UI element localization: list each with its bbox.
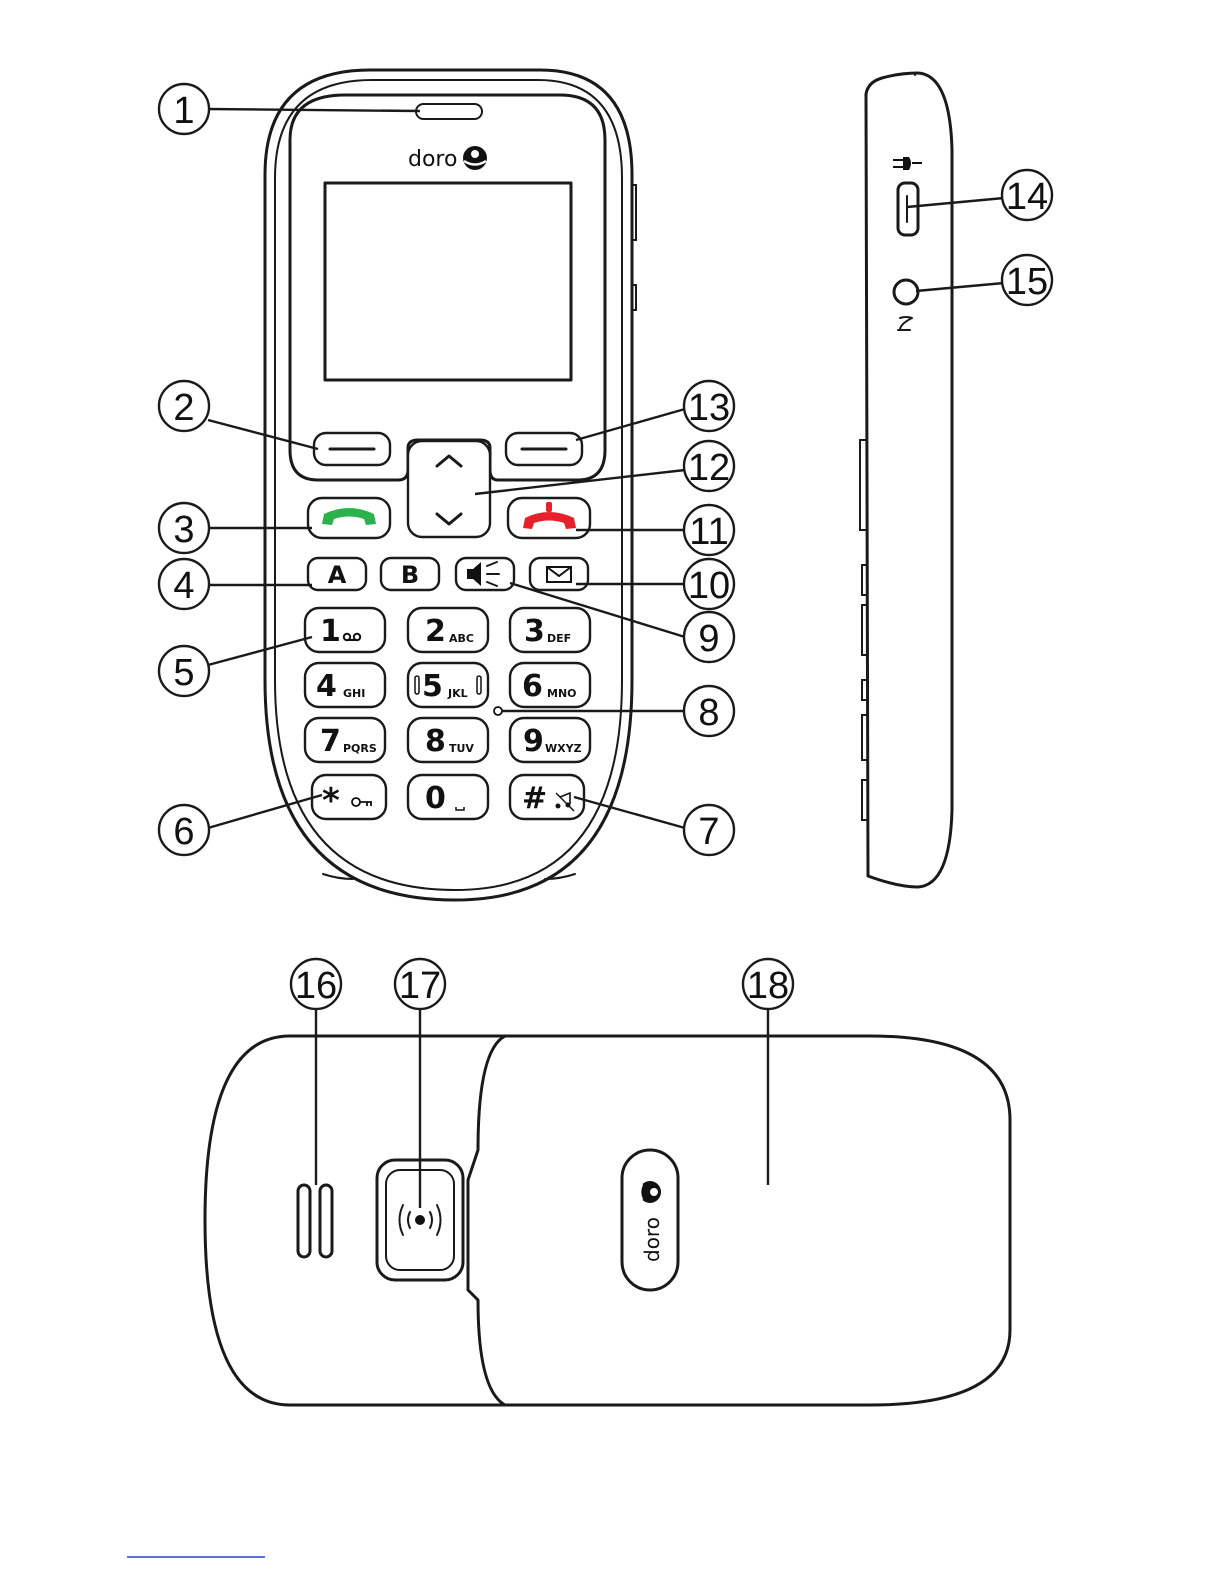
headset-jack	[894, 280, 918, 304]
key-5[interactable]	[408, 663, 488, 707]
key-4-sub: GHI	[343, 687, 365, 700]
leader-1	[208, 109, 420, 111]
shortcut-b-label: B	[401, 561, 419, 589]
callout-4: 4	[159, 559, 209, 609]
side-body-outline	[866, 73, 952, 887]
phone-side	[860, 73, 952, 887]
key-hash-label: #	[522, 781, 547, 816]
callout-11: 11	[684, 505, 734, 555]
svg-text:8: 8	[698, 692, 719, 734]
callout-18: 18	[743, 959, 793, 1009]
speaker-key[interactable]	[456, 558, 514, 590]
key-3-sub: DEF	[547, 632, 571, 645]
key-2-sub: ABC	[449, 632, 474, 645]
key-2-label: 2	[425, 614, 446, 649]
callout-6: 6	[159, 805, 209, 855]
key-8-label: 8	[425, 724, 446, 759]
callout-5: 5	[159, 646, 209, 696]
callout-3: 3	[159, 503, 209, 553]
key-8[interactable]	[408, 718, 488, 762]
key-3[interactable]	[510, 608, 590, 652]
leader-14	[907, 198, 1004, 207]
back-doro-logo-icon	[639, 1181, 661, 1203]
svg-text:1: 1	[173, 90, 194, 132]
callout-14: 14	[1002, 170, 1052, 220]
key-8-sub: TUV	[449, 742, 474, 755]
svg-text:17: 17	[399, 965, 441, 1007]
callout-8: 8	[684, 686, 734, 736]
callout-7: 7	[684, 805, 734, 855]
svg-text:18: 18	[747, 965, 789, 1007]
key-7-label: 7	[320, 724, 341, 759]
key-5-sub: JKL	[447, 687, 468, 700]
key-3-label: 3	[524, 614, 545, 649]
svg-text:15: 15	[1006, 261, 1048, 303]
leader-12	[475, 470, 685, 494]
key-2[interactable]	[408, 608, 488, 652]
speaker-grille-left	[298, 1185, 310, 1257]
keypad: 1 2 ABC 3 DEF 4 GHI 5 JKL 6 MNO	[305, 608, 590, 821]
key-star-label: *	[322, 781, 340, 821]
callout-13: 13	[684, 381, 734, 431]
power-mark-icon	[546, 502, 552, 512]
headset-icon	[898, 317, 912, 330]
doro-logo-icon	[463, 146, 487, 170]
microphone-hole	[494, 707, 502, 715]
speaker-grille-right	[320, 1185, 332, 1257]
leader-2	[208, 420, 318, 449]
leader-15	[916, 283, 1004, 291]
call-key[interactable]	[308, 498, 390, 538]
svg-text:16: 16	[295, 965, 337, 1007]
callout-15: 15	[1002, 255, 1052, 305]
key-5-label: 5	[422, 669, 443, 704]
callout-9: 9	[684, 612, 734, 662]
assistance-signal-icon	[400, 1205, 441, 1235]
svg-text:12: 12	[688, 447, 730, 489]
svg-text:10: 10	[688, 565, 730, 607]
leader-6	[208, 795, 322, 828]
callout-1: 1	[159, 84, 209, 134]
key-9-sub: WXYZ	[545, 742, 582, 755]
svg-text:11: 11	[689, 511, 728, 553]
svg-text:9: 9	[698, 618, 719, 660]
callout-12: 12	[684, 441, 734, 491]
svg-text:13: 13	[688, 387, 730, 429]
key-4-label: 4	[316, 669, 337, 704]
callout-17: 17	[395, 959, 445, 1009]
callout-16: 16	[291, 959, 341, 1009]
front-logo-text: doro	[408, 147, 457, 172]
back-body-outline	[205, 1036, 1010, 1405]
power-plug-icon	[893, 157, 922, 170]
side-volume-buttons	[860, 440, 866, 820]
key-0[interactable]	[408, 775, 488, 819]
svg-text:7: 7	[698, 811, 719, 853]
key-6-sub: MNO	[547, 687, 577, 700]
key-6-label: 6	[522, 669, 543, 704]
battery-cover-edge	[468, 1036, 505, 1405]
key-7-sub: PQRS	[343, 742, 377, 755]
key-9-label: 9	[523, 724, 544, 759]
phone-front: doro A B	[265, 70, 636, 900]
callout-2: 2	[159, 381, 209, 431]
callout-10: 10	[684, 559, 734, 609]
svg-text:14: 14	[1006, 176, 1048, 218]
svg-text:4: 4	[173, 565, 194, 607]
svg-text:6: 6	[173, 811, 194, 853]
key-7[interactable]	[305, 718, 385, 762]
svg-text:3: 3	[173, 509, 194, 551]
shortcut-a-label: A	[328, 561, 347, 589]
leader-5	[208, 637, 312, 665]
key-1[interactable]	[305, 608, 385, 652]
key-9[interactable]	[510, 718, 590, 762]
svg-text:5: 5	[173, 652, 194, 694]
display-screen	[325, 183, 571, 380]
svg-text:2: 2	[173, 387, 194, 429]
back-logo-text: doro	[640, 1217, 664, 1262]
key-0-label: 0	[425, 781, 446, 816]
phone-back: doro	[205, 1036, 1010, 1405]
key-1-label: 1	[320, 614, 341, 649]
earpiece	[416, 104, 482, 119]
